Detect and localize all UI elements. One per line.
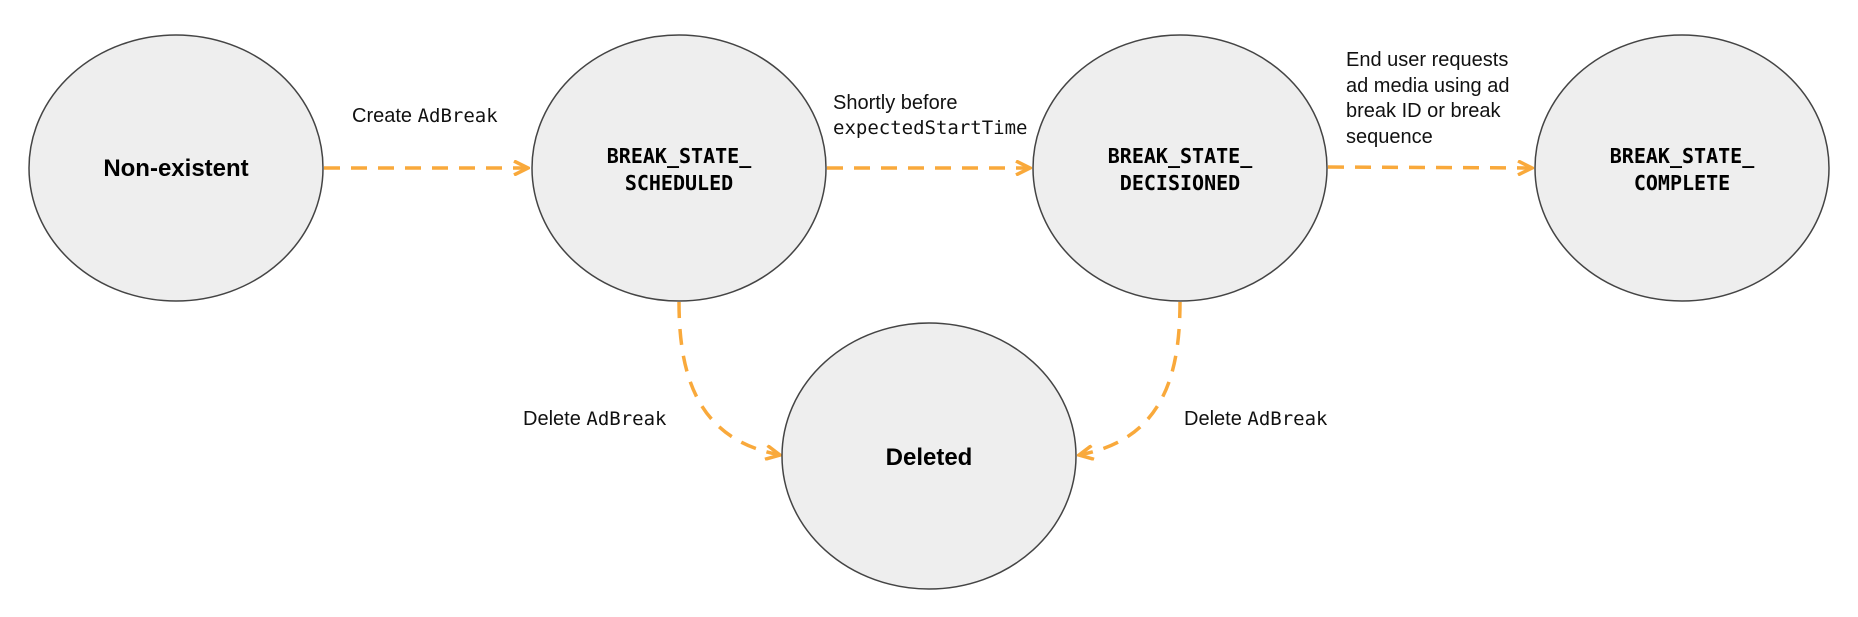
node-complete-label-line1: BREAK_STATE_ — [1610, 144, 1755, 168]
node-complete-label-line2: COMPLETE — [1634, 171, 1730, 195]
edge-label-end-user-line2: ad media using ad — [1346, 75, 1509, 97]
edge-label-delete-right-text: Delete — [1184, 408, 1247, 430]
node-decisioned-label-line2: DECISIONED — [1120, 171, 1240, 195]
node-decisioned-label-line1: BREAK_STATE_ — [1108, 144, 1253, 168]
node-deleted-shape — [781, 322, 1077, 590]
node-non-existent-label: Non-existent — [103, 155, 248, 182]
edge-delete-from-scheduled — [677, 301, 780, 455]
node-complete-shape — [1534, 34, 1830, 302]
node-deleted: Deleted — [781, 322, 1077, 590]
node-non-existent-shape — [28, 34, 324, 302]
edge-label-end-user-line1: End user requests — [1346, 49, 1508, 71]
edge-label-shortly-line1: Shortly before — [833, 92, 958, 114]
edge-label-create: Create AdBreak — [352, 105, 498, 127]
node-break-state-complete: BREAK_STATE_ COMPLETE — [1534, 34, 1830, 302]
node-scheduled-shape — [531, 34, 827, 302]
node-break-state-scheduled: BREAK_STATE_ SCHEDULED — [531, 34, 827, 302]
edge-end-user-requests — [1327, 167, 1532, 168]
node-break-state-decisioned: BREAK_STATE_ DECISIONED — [1032, 34, 1328, 302]
edge-label-delete-left: Delete AdBreak — [523, 408, 667, 430]
edge-label-delete-right: Delete AdBreak — [1184, 408, 1328, 430]
edge-label-create-text: Create — [352, 105, 418, 127]
edge-label-end-user-line3: break ID or break — [1346, 100, 1502, 122]
edge-label-end-user-line4: sequence — [1346, 126, 1433, 148]
node-decisioned-shape — [1032, 34, 1328, 302]
edge-label-shortly-code: expectedStartTime — [833, 117, 1027, 139]
edge-label-delete-left-code: AdBreak — [586, 408, 667, 430]
edges — [324, 167, 1532, 455]
node-scheduled-label-line2: SCHEDULED — [625, 171, 733, 195]
edge-label-delete-left-text: Delete — [523, 408, 586, 430]
edge-label-create-code: AdBreak — [418, 105, 499, 127]
node-scheduled-label-line1: BREAK_STATE_ — [607, 144, 752, 168]
edge-delete-from-decisioned — [1079, 301, 1182, 455]
node-non-existent: Non-existent — [28, 34, 324, 302]
edge-label-delete-right-code: AdBreak — [1247, 408, 1328, 430]
node-deleted-label: Deleted — [886, 444, 973, 471]
